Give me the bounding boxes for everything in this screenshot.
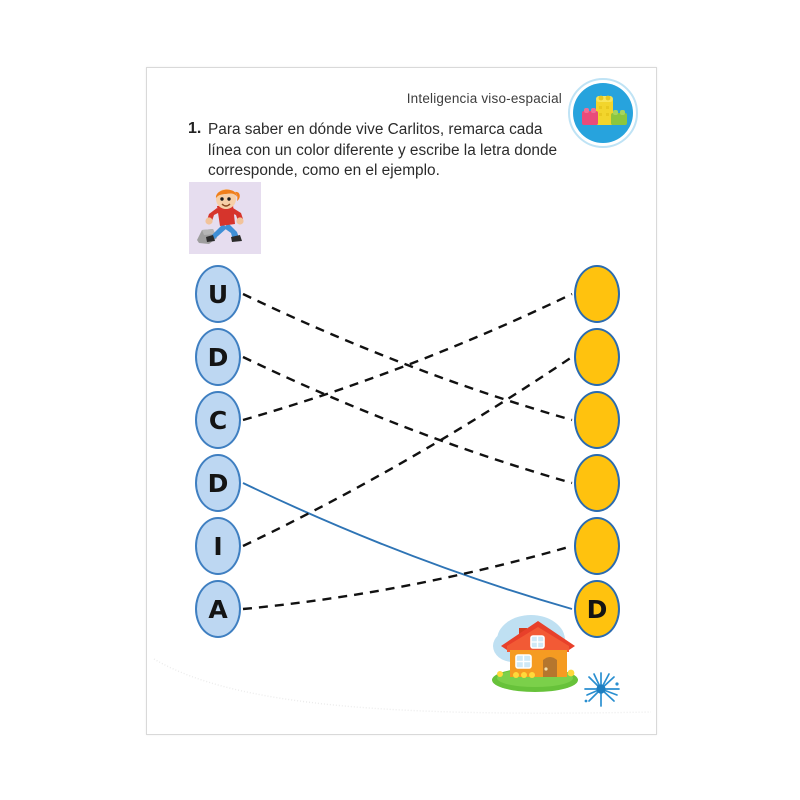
answer-node-r1[interactable] (574, 265, 620, 323)
answer-node-r2[interactable] (574, 328, 620, 386)
blocks-icon (582, 95, 627, 125)
node-label: C (208, 405, 228, 435)
running-boy-icon (189, 182, 261, 254)
bottom-decorative-wave (153, 658, 652, 714)
letter-node-l1[interactable]: U (195, 265, 241, 323)
running-boy-illustration (189, 182, 261, 254)
exercise-number: 1. (188, 120, 202, 137)
node-label: D (207, 468, 229, 498)
page-kicker: Inteligencia viso-espacial (406, 91, 562, 106)
letter-node-l4[interactable]: D (195, 454, 241, 512)
answer-node-r5[interactable] (574, 517, 620, 575)
blue-splatter-decoration (578, 668, 624, 710)
house-icon (492, 615, 578, 692)
node-label: I (213, 531, 223, 561)
node-label: D (207, 342, 229, 372)
letter-node-l5[interactable]: I (195, 517, 241, 575)
node-label: D (586, 594, 608, 624)
node-label: A (208, 594, 228, 624)
instruction-text: Para saber en dónde vive Carlitos, remar… (208, 121, 558, 179)
letter-node-l3[interactable]: C (195, 391, 241, 449)
node-label: U (207, 279, 229, 309)
answer-node-r6[interactable]: D (574, 580, 620, 638)
house-illustration (483, 608, 593, 698)
node-layer: U D C D I A D (146, 67, 655, 733)
letter-node-l2[interactable]: D (195, 328, 241, 386)
splatter-icon (584, 672, 620, 707)
answer-node-r4[interactable] (574, 454, 620, 512)
answer-node-r3[interactable] (574, 391, 620, 449)
visual-spatial-intelligence-badge (566, 76, 640, 150)
letter-node-l6[interactable]: A (195, 580, 241, 638)
